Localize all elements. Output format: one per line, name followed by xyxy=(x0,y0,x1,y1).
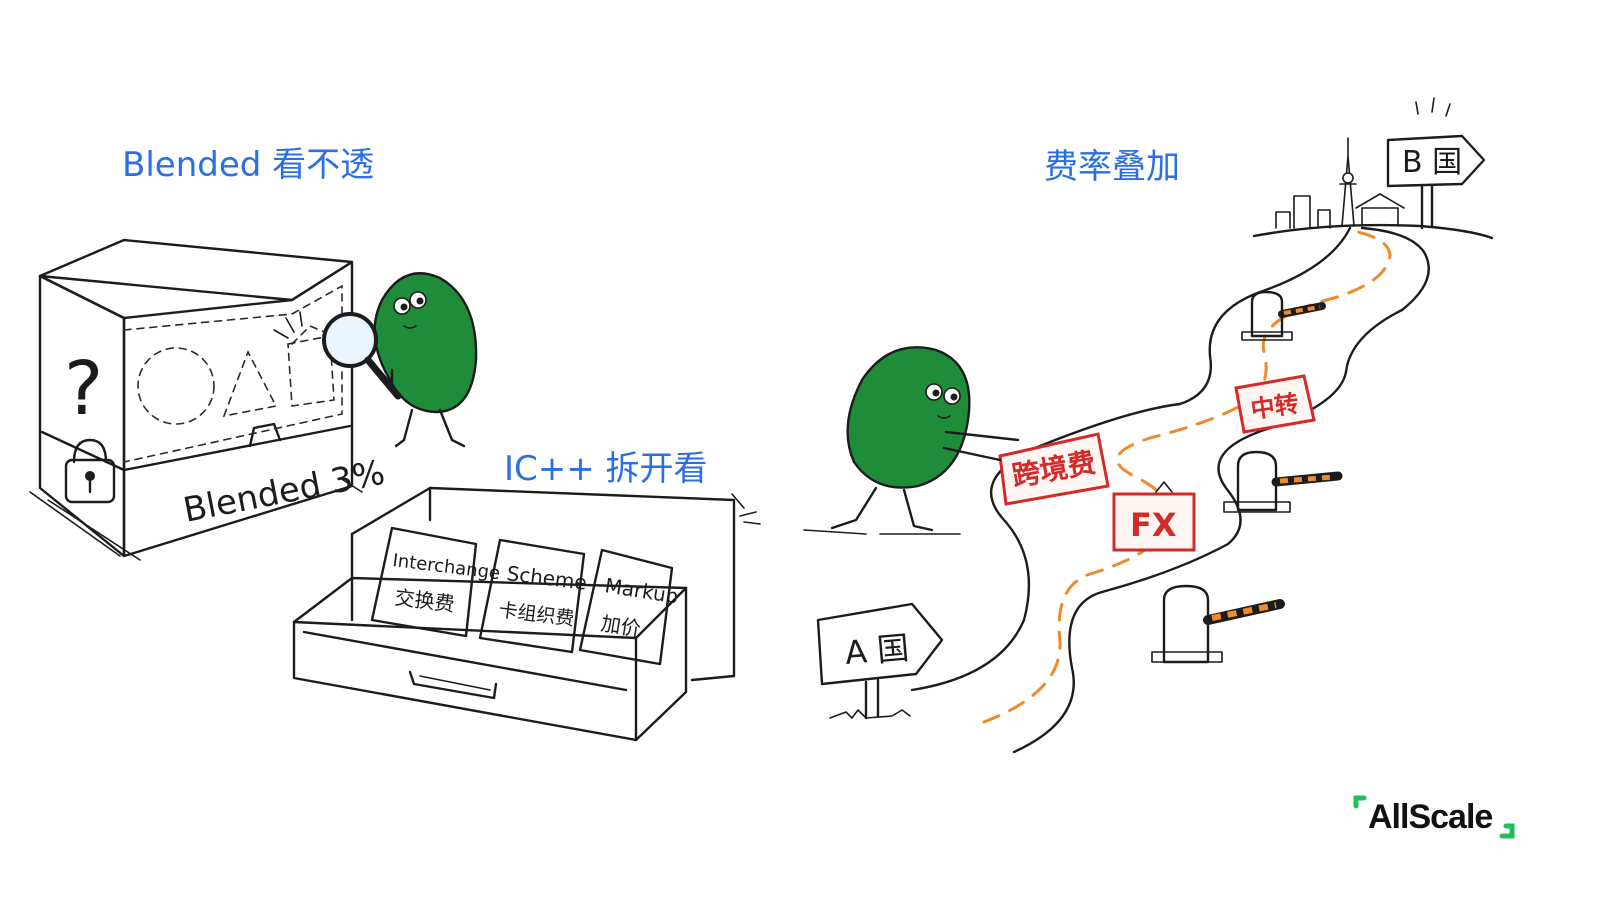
card-interchange-subtitle: 交换费 xyxy=(393,585,455,616)
ic-drawer: Interchange 交换费 Scheme 卡组织费 Markup 加价 xyxy=(292,486,761,742)
toll-gate-2 xyxy=(1223,450,1343,513)
card-interchange: Interchange 交换费 xyxy=(370,526,501,638)
signpost-end-text: B 国 xyxy=(1402,145,1462,180)
box-question-mark: ? xyxy=(64,346,103,432)
tag-fx-text: FX xyxy=(1130,506,1177,544)
signpost-end: B 国 xyxy=(1386,134,1486,230)
tag-transit: 中转 xyxy=(1234,374,1316,434)
allscale-logo: AllScale xyxy=(1353,795,1515,839)
winding-road xyxy=(910,226,1430,754)
right-heading: 费率叠加 xyxy=(1044,147,1180,187)
toll-gate-3 xyxy=(1241,290,1326,341)
tag-transit-text: 中转 xyxy=(1249,390,1300,424)
bean-inspector xyxy=(273,272,478,448)
toll-gate-1 xyxy=(1151,584,1285,664)
left-heading: Blended 看不透 xyxy=(122,145,374,185)
card-scheme-title: Scheme xyxy=(505,561,588,595)
blended-box: ? Blended 3% xyxy=(29,238,388,561)
card-markup: Markup 加价 xyxy=(578,548,680,666)
ic-heading: IC++ 拆开看 xyxy=(504,449,708,489)
magnifying-glass-icon xyxy=(322,312,378,368)
signpost-start: A 国 xyxy=(816,602,944,720)
logo-text: AllScale xyxy=(1368,798,1492,836)
tag-fx: FX xyxy=(1112,481,1196,552)
card-markup-title: Markup xyxy=(603,573,680,608)
tag-cross-border: 跨境费 xyxy=(998,432,1110,506)
box-label: Blended 3% xyxy=(180,453,388,531)
signpost-start-text: A 国 xyxy=(843,629,910,672)
padlock-icon xyxy=(64,438,116,504)
bean-pusher xyxy=(803,346,1020,535)
card-scheme-subtitle: 卡组织费 xyxy=(497,599,575,630)
city-skyline xyxy=(1252,97,1494,240)
